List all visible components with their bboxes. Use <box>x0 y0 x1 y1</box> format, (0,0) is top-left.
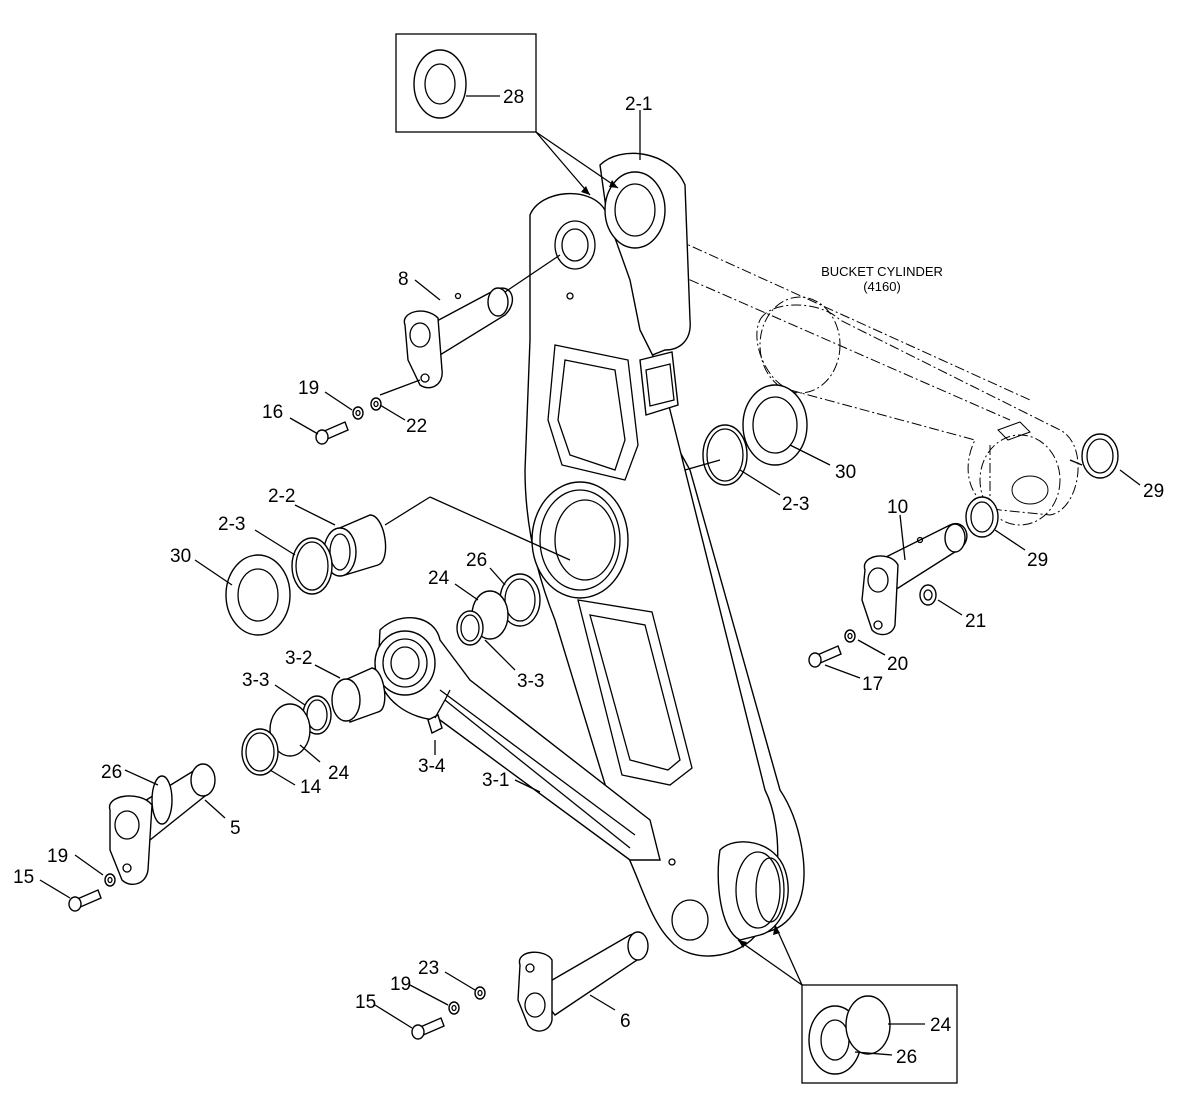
pin-6 <box>517 931 649 1032</box>
washer-19-c <box>448 1001 460 1015</box>
label-26-left: 26 <box>101 762 122 783</box>
ring-29-right <box>1081 433 1119 479</box>
ring-29-center <box>965 496 999 538</box>
label-2-2: 2-2 <box>268 486 295 507</box>
label-28: 28 <box>503 87 524 108</box>
label-22: 22 <box>406 416 427 437</box>
label-8: 8 <box>398 269 409 290</box>
label-30-left: 30 <box>170 546 191 567</box>
leader-lines <box>39 110 1141 1029</box>
ring-26-upper <box>499 573 541 627</box>
pin-8 <box>403 287 514 389</box>
label-26-upper: 26 <box>466 550 487 571</box>
label-15-b: 15 <box>355 992 376 1013</box>
ring-14 <box>241 728 279 776</box>
cylinder-caption-line2: (4160) <box>863 279 901 294</box>
bolt-15-a <box>68 889 102 912</box>
label-19-b: 19 <box>47 846 68 867</box>
washer-19-a <box>352 406 364 420</box>
label-19-a: 19 <box>298 378 319 399</box>
label-24-lower: 24 <box>328 763 350 784</box>
bolt-17 <box>808 645 842 668</box>
label-2-3-left: 2-3 <box>218 514 245 535</box>
detail-box-top <box>395 33 619 196</box>
label-26-detail: 26 <box>896 1047 917 1068</box>
ring-2-3-right <box>702 424 748 486</box>
label-15-a: 15 <box>13 867 34 888</box>
label-2-1: 2-1 <box>625 94 652 115</box>
ring-2-3-left <box>291 537 333 595</box>
label-16: 16 <box>262 402 283 423</box>
grease-fitting-3-4 <box>427 689 451 734</box>
label-21: 21 <box>965 611 986 632</box>
label-24-upper: 24 <box>428 568 450 589</box>
label-3-2: 3-2 <box>285 648 312 669</box>
label-19-c: 19 <box>390 974 411 995</box>
washer-19-b <box>104 873 116 887</box>
bushing-3-2 <box>331 667 386 723</box>
label-3-1: 3-1 <box>482 770 509 791</box>
pin-5 <box>109 763 216 886</box>
pin-10 <box>861 522 968 636</box>
label-5: 5 <box>230 818 241 839</box>
label-24-detail: 24 <box>930 1015 952 1036</box>
bellcrank-2-1 <box>524 152 805 957</box>
label-20: 20 <box>887 654 908 675</box>
washer-30-right <box>742 384 808 466</box>
label-3-3-upper: 3-3 <box>517 671 544 692</box>
label-2-3-right: 2-3 <box>782 494 809 515</box>
link-3-1 <box>374 616 661 861</box>
label-17: 17 <box>862 674 883 695</box>
bolt-16 <box>315 421 349 445</box>
cylinder-caption-line1: BUCKET CYLINDER <box>821 264 943 279</box>
label-29-center: 29 <box>1027 550 1048 571</box>
label-23: 23 <box>418 958 439 979</box>
label-30-right: 30 <box>835 462 856 483</box>
part-labels: 28 2-1 8 19 16 22 30 2-3 29 10 29 21 20 … <box>13 87 1164 1068</box>
nut-22 <box>370 397 382 411</box>
label-29-right: 29 <box>1143 481 1164 502</box>
washer-30-left <box>225 554 291 636</box>
bucket-cylinder-phantom <box>639 231 1079 526</box>
label-3-4: 3-4 <box>418 756 446 777</box>
part-21 <box>919 584 937 606</box>
ring-24-lower <box>269 703 311 757</box>
nut-23 <box>474 986 486 1000</box>
bolt-15-b <box>411 1017 445 1040</box>
label-10: 10 <box>887 497 908 518</box>
detail-box-bottom <box>737 924 958 1084</box>
label-14: 14 <box>300 777 322 798</box>
label-3-3-lower: 3-3 <box>242 670 269 691</box>
ring-3-3-upper <box>456 610 484 646</box>
label-6: 6 <box>620 1011 631 1032</box>
washer-20 <box>844 629 856 643</box>
